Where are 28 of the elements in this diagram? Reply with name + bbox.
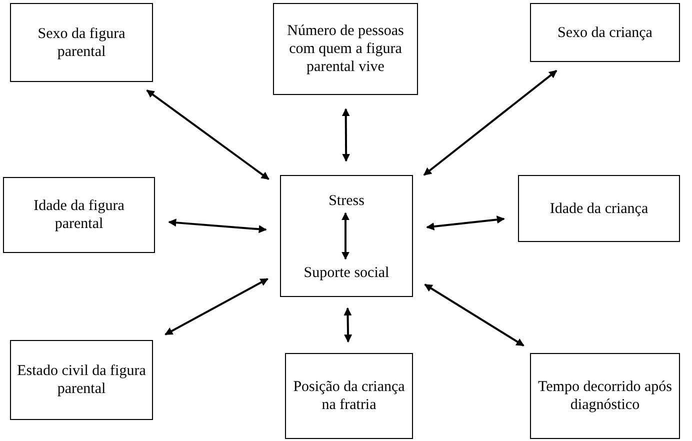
variable-box xyxy=(530,353,680,439)
double-arrow xyxy=(342,212,350,260)
variable-box xyxy=(273,3,418,95)
double-arrow xyxy=(168,218,267,234)
box-label: Posição da criança na fratria xyxy=(292,378,406,414)
concept-label: Stress xyxy=(328,192,364,210)
double-arrow xyxy=(342,108,350,162)
double-arrow xyxy=(426,216,505,230)
variable-box xyxy=(530,3,680,62)
double-arrow xyxy=(146,89,270,180)
box-label: Número de pessoas com quem a figura parental vive xyxy=(286,22,405,76)
double-arrow xyxy=(423,70,558,176)
double-arrow xyxy=(344,307,352,343)
variable-box xyxy=(10,3,153,82)
concept-label: Suporte social xyxy=(304,264,390,282)
variable-box xyxy=(3,177,155,253)
box-label: Idade da criança xyxy=(550,200,648,218)
double-arrow xyxy=(164,278,268,336)
double-arrow xyxy=(424,284,524,346)
box-label: Sexo da criança xyxy=(558,24,652,42)
box-label: Idade da figura parental xyxy=(32,197,126,233)
variable-box xyxy=(10,340,153,420)
box-label: Sexo da figura parental xyxy=(36,24,126,60)
variable-box xyxy=(285,353,413,439)
box-label: Tempo decorrido após diagnóstico xyxy=(537,378,673,414)
variable-box xyxy=(518,175,680,242)
central-box xyxy=(280,175,413,297)
box-label: Estado civil da figura parental xyxy=(16,362,147,398)
